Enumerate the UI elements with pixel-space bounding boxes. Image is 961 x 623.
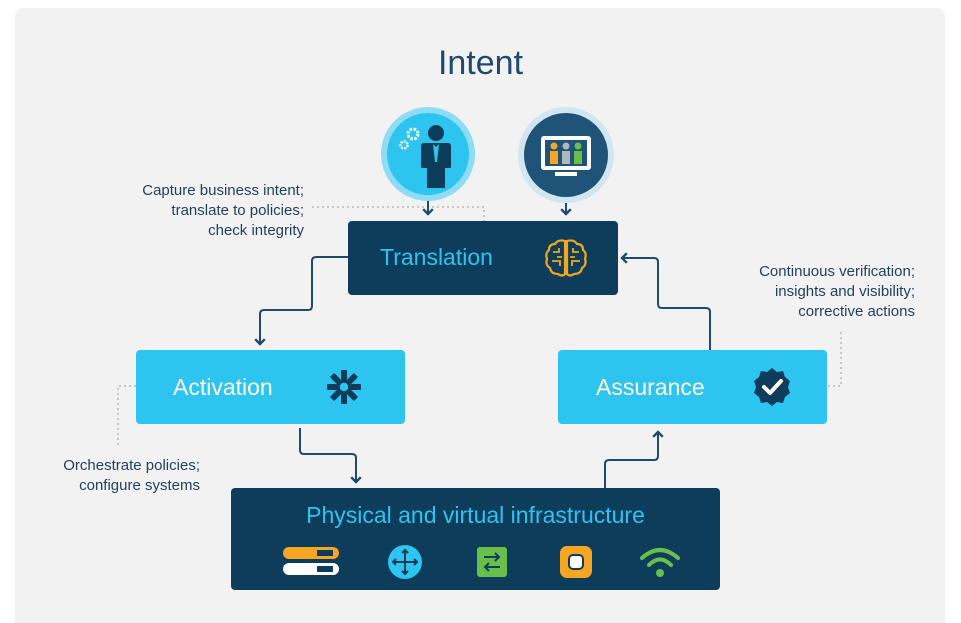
brain-icon xyxy=(544,238,588,278)
business-user-icon xyxy=(380,106,476,202)
orchestrate-leader xyxy=(117,385,136,448)
assurance-label: Assurance xyxy=(596,374,705,400)
verification-line-1: Continuous verification; xyxy=(759,263,915,280)
router-icon xyxy=(387,544,423,580)
wifi-icon xyxy=(639,544,681,580)
activation-label: Activation xyxy=(173,374,273,400)
infrastructure-label: Physical and virtual infrastructure xyxy=(306,502,645,528)
verification-annotation: Continuous verification; insights and vi… xyxy=(735,262,915,322)
access-point-icon xyxy=(559,545,593,579)
activation-node: Activation xyxy=(136,350,405,424)
checkmark-badge-icon xyxy=(752,367,792,407)
assurance-node: Assurance xyxy=(558,350,827,424)
team-monitor-icon xyxy=(517,106,615,204)
infrastructure-node: Physical and virtual infrastructure xyxy=(231,488,720,590)
infrastructure-to-assurance xyxy=(604,430,664,488)
server-icon xyxy=(281,544,341,578)
translation-node: Translation xyxy=(348,221,618,295)
capture-line-2: translate to policies; xyxy=(171,202,304,219)
capture-line-3: check integrity xyxy=(208,222,304,239)
capture-leader xyxy=(312,206,485,221)
orchestrate-annotation: Orchestrate policies; configure systems xyxy=(30,456,200,496)
orchestrate-line-2: configure systems xyxy=(79,477,200,494)
verification-line-2: insights and visibility; xyxy=(774,283,915,300)
capture-annotation: Capture business intent; translate to po… xyxy=(104,181,304,241)
assurance-to-translation xyxy=(620,252,711,350)
activation-to-infrastructure xyxy=(299,428,362,484)
translation-label: Translation xyxy=(380,244,493,270)
translation-to-activation xyxy=(254,256,348,346)
verification-leader xyxy=(827,332,842,387)
capture-line-1: Capture business intent; xyxy=(142,182,304,199)
diagram-title: Intent xyxy=(437,44,524,82)
verification-line-3: corrective actions xyxy=(798,303,915,320)
orchestrate-line-1: Orchestrate policies; xyxy=(63,457,200,474)
switch-icon xyxy=(476,546,508,578)
gear-icon xyxy=(326,369,362,405)
